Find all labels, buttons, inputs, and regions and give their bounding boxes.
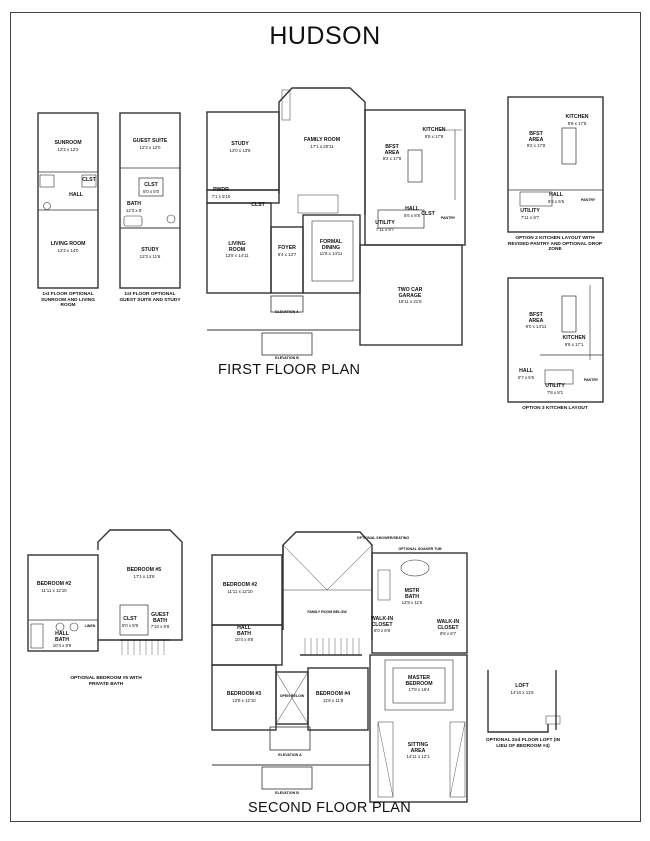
first-floor-outline [206,87,466,356]
second-floor-plan-title: SECOND FLOOR PLAN [248,800,412,816]
option-3-kitchen-outline [507,277,604,403]
option-bedroom5-caption: OPTIONAL BEDROOM #5 WITH PRIVATE BATH [70,676,142,687]
elevation-b-label: ELEVATION B [275,791,299,795]
option-guest-suite-outline [119,112,181,289]
room-label-open-below: OPEN BELOW [279,694,305,698]
room-label-family-room-below: FAMILY ROOM BELOW [307,610,347,614]
option-guest-suite-caption: 1st FLOOR OPTIONAL GUEST SUITE AND STUDY [119,292,181,303]
note-optional-shower: OPTIONAL SHOWER/SEATING [356,536,410,540]
room-label-hall: HALL [69,192,83,198]
option-bedroom5-outline [27,529,183,655]
room-label-pantry: PANTRY [440,216,456,220]
plan-name-title: HUDSON [269,22,381,50]
room-label-clst: CLST [251,202,265,208]
option-sunroom-caption: 1st FLOOR OPTIONAL SUNROOM AND LIVING RO… [41,292,95,309]
option-2-kitchen-outline [507,96,604,233]
elevation-a-label: ELEVATION A [278,753,302,757]
option-3-kitchen-caption: OPTION 3 KITCHEN LAYOUT [522,406,588,411]
first-floor-plan-title: FIRST FLOOR PLAN [218,362,361,378]
room-label-linen: LINEN [84,624,96,628]
room-label-pantry: PANTRY [580,198,596,202]
option-loft-caption: OPTIONAL 2nd FLOOR LOFT (IN LIEU OF BEDR… [485,738,561,749]
room-label-clst: CLST [82,177,96,183]
room-label-clst-2: CLST [421,211,435,217]
second-floor-outline [211,531,468,803]
option-2-kitchen-caption: OPTION 2 KITCHEN LAYOUT WITH REVISED PAN… [507,236,603,253]
note-optional-soaker-tub: OPTIONAL SOAKER TUB [398,547,442,551]
room-label-pantry: PANTRY [583,378,599,382]
elevation-a-label: ELEVATION A [275,310,299,314]
elevation-b-label: ELEVATION B [275,356,299,360]
option-sunroom-outline [37,112,99,289]
page-border [10,12,641,822]
option-loft-outline [487,670,561,733]
